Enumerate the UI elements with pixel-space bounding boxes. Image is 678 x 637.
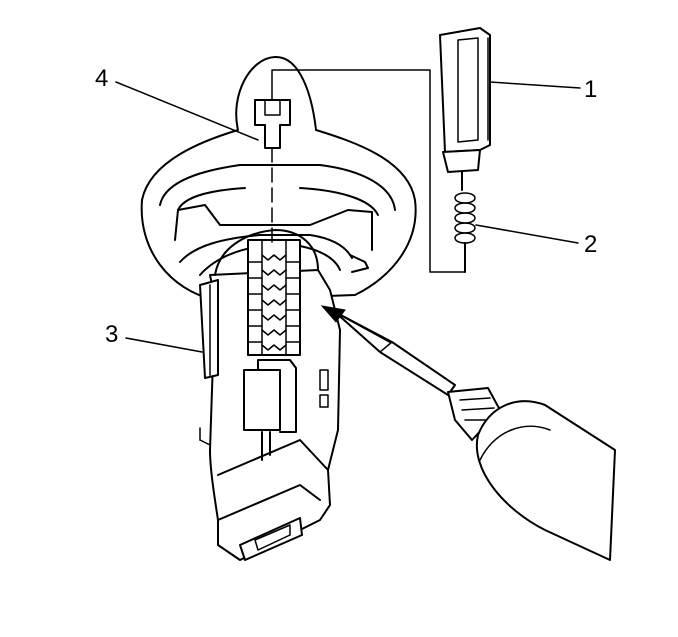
leader-line-1 bbox=[489, 81, 581, 89]
lubrication-point-arrow bbox=[320, 305, 391, 343]
lock-cylinder-body bbox=[199, 229, 341, 561]
assembly-connector-line bbox=[271, 69, 466, 273]
leader-line-3 bbox=[125, 337, 203, 353]
retainer-latch bbox=[199, 279, 219, 379]
lock-housing-flange bbox=[140, 55, 417, 301]
retainer-pin bbox=[254, 99, 291, 246]
callout-2: 2 bbox=[584, 231, 597, 258]
cylinder-window bbox=[243, 369, 281, 431]
clip-assembly bbox=[439, 27, 491, 191]
callout-3: 3 bbox=[105, 321, 118, 348]
lubricant-tube bbox=[334, 311, 616, 561]
tumbler-stack bbox=[247, 239, 301, 356]
leader-line-4 bbox=[115, 81, 259, 141]
spring bbox=[454, 192, 476, 273]
cylinder-base-slot bbox=[239, 517, 303, 561]
leader-line-2 bbox=[475, 224, 579, 244]
callout-1: 1 bbox=[584, 76, 597, 103]
callout-4: 4 bbox=[95, 65, 108, 92]
